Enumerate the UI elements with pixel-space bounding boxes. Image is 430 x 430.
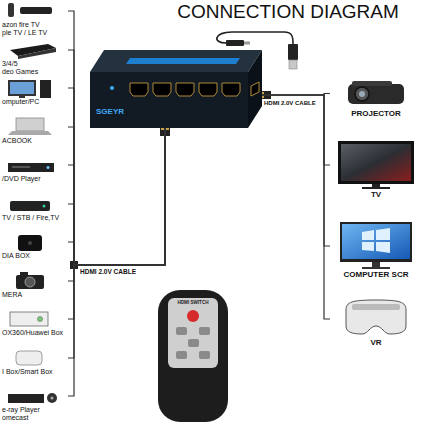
- mi-box-icon: [16, 351, 42, 365]
- hdmi-connector: [68, 128, 165, 396]
- device-label: PROJECTOR: [330, 109, 422, 118]
- device-label: ACBOOK: [2, 137, 68, 145]
- device-label: OX360/Huawei Box: [2, 329, 68, 337]
- source-device: e-ray Playeromecast: [2, 387, 68, 422]
- device-label: TV / STB / Fire,TV: [2, 214, 68, 222]
- source-device: DIA BOX: [2, 233, 68, 260]
- bluray-icon: [8, 393, 57, 403]
- source-device: TV / STB / Fire,TV: [2, 195, 68, 222]
- cable-label-text: HDMI 2.0V CABLE: [264, 100, 320, 107]
- source-device: OX360/Huawei Box: [2, 310, 68, 337]
- projector-icon: [348, 81, 404, 104]
- hdmi-connector: [68, 50, 165, 265]
- display-device: PROJECTOR: [330, 78, 422, 118]
- device-label: DIA BOX: [2, 252, 68, 260]
- display-device: COMPUTER SCR: [330, 222, 422, 279]
- hdmi-connector: [262, 95, 330, 165]
- hdmi-connector: [262, 95, 330, 246]
- monitor-icon: [340, 222, 412, 269]
- display-device: TV: [330, 140, 422, 199]
- remote-control: [158, 290, 228, 422]
- source-device: 3/4/5deo Games: [2, 41, 68, 76]
- hdmi-connector: [68, 11, 165, 265]
- source-device: MERA: [2, 272, 68, 299]
- remote-label-text: HDMI SWITCH: [168, 300, 218, 305]
- device-label: ple TV / LE TV: [2, 29, 68, 37]
- device-label: I Box/Smart Box: [2, 368, 68, 376]
- hdmi-plug: [70, 91, 271, 269]
- device-label: /DVD Player: [2, 175, 68, 183]
- device-label: azon fire TV: [2, 21, 68, 29]
- dvd-player-icon: [8, 163, 54, 172]
- source-device: azon fire TVple TV / LE TV: [2, 2, 68, 37]
- hdmi-connector: [68, 128, 165, 319]
- device-label: 3/4/5: [2, 60, 68, 68]
- device-label: MERA: [2, 291, 68, 299]
- hdmi-switch: [90, 50, 262, 128]
- hdmi-switch-box: SGEYR: [90, 50, 262, 128]
- hdmi-connector: [68, 128, 165, 358]
- computer-icon: [8, 80, 51, 98]
- hdmi-connector: [68, 128, 165, 281]
- stb-icon: [10, 201, 50, 211]
- firetv-icon: [8, 3, 52, 17]
- source-device: /DVD Player: [2, 156, 68, 183]
- hdmi-connector: [262, 95, 330, 319]
- device-label: TV: [330, 190, 422, 199]
- media-box-icon: [18, 235, 42, 251]
- hdmi-connector: [68, 128, 165, 265]
- device-label: omecast: [2, 414, 68, 422]
- source-device: ACBOOK: [2, 118, 68, 145]
- device-label: COMPUTER SCR: [330, 270, 422, 279]
- cable-label: HDMI 2.0V CABLE: [80, 268, 150, 275]
- hdmi-connector: [68, 128, 165, 265]
- tv-icon: [338, 141, 414, 189]
- display-device: VR: [330, 300, 422, 347]
- xbox-icon: [10, 312, 48, 326]
- console-icon: [10, 44, 56, 59]
- source-device: I Box/Smart Box: [2, 349, 68, 376]
- camera-icon: [16, 272, 44, 289]
- hdmi-connector: [68, 127, 165, 265]
- cable-label-text: HDMI 2.0V CABLE: [80, 268, 150, 275]
- diagram-title: CONNECTION DIAGRAM: [150, 1, 426, 23]
- vr-icon: [346, 300, 406, 334]
- device-label: e-ray Player: [2, 406, 68, 414]
- device-label: VR: [330, 338, 422, 347]
- source-device: omputer/PC: [2, 79, 68, 106]
- hdmi-connector: [68, 128, 165, 265]
- cable-label: HDMI 2.0V CABLE: [264, 100, 320, 107]
- device-label: omputer/PC: [2, 98, 68, 106]
- brand-name: SGEYR: [96, 107, 262, 116]
- device-label: deo Games: [2, 68, 68, 76]
- macbook-icon: [8, 118, 52, 135]
- remote-label: HDMI SWITCH: [168, 300, 218, 305]
